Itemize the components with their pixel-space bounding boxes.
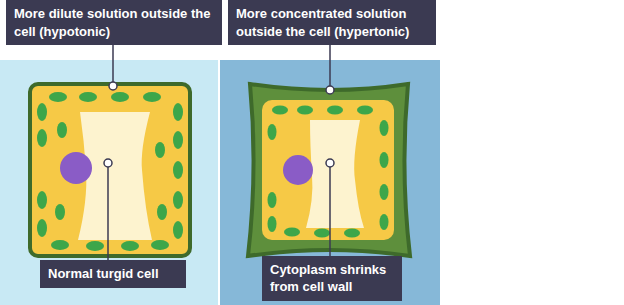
callout-box: More concentrated solution outside the c… — [228, 0, 436, 45]
plasmolysed-cell — [248, 84, 410, 256]
callout-label: More concentrated solution outside the c… — [236, 5, 428, 40]
callout-label: Normal turgid cell — [48, 265, 178, 283]
leader-line — [112, 45, 114, 82]
leader-line — [329, 45, 331, 86]
leader-line — [107, 167, 109, 260]
callout-box: More dilute solution outside the cell (h… — [6, 0, 222, 45]
leader-dot — [104, 159, 112, 167]
callout-box: Cytoplasm shrinks from cell wall — [262, 256, 402, 301]
hypotonic-ground — [0, 60, 218, 305]
hypertonic-ground — [220, 60, 440, 305]
callout-label: More dilute solution outside the cell (h… — [14, 5, 214, 40]
leader-dot — [326, 86, 334, 94]
leader-line — [329, 167, 331, 256]
leader-dot — [326, 159, 334, 167]
callout-box: Normal turgid cell — [40, 260, 186, 288]
turgid-cell — [30, 84, 190, 256]
callout-label: Cytoplasm shrinks from cell wall — [270, 261, 394, 296]
leader-dot — [109, 82, 117, 90]
